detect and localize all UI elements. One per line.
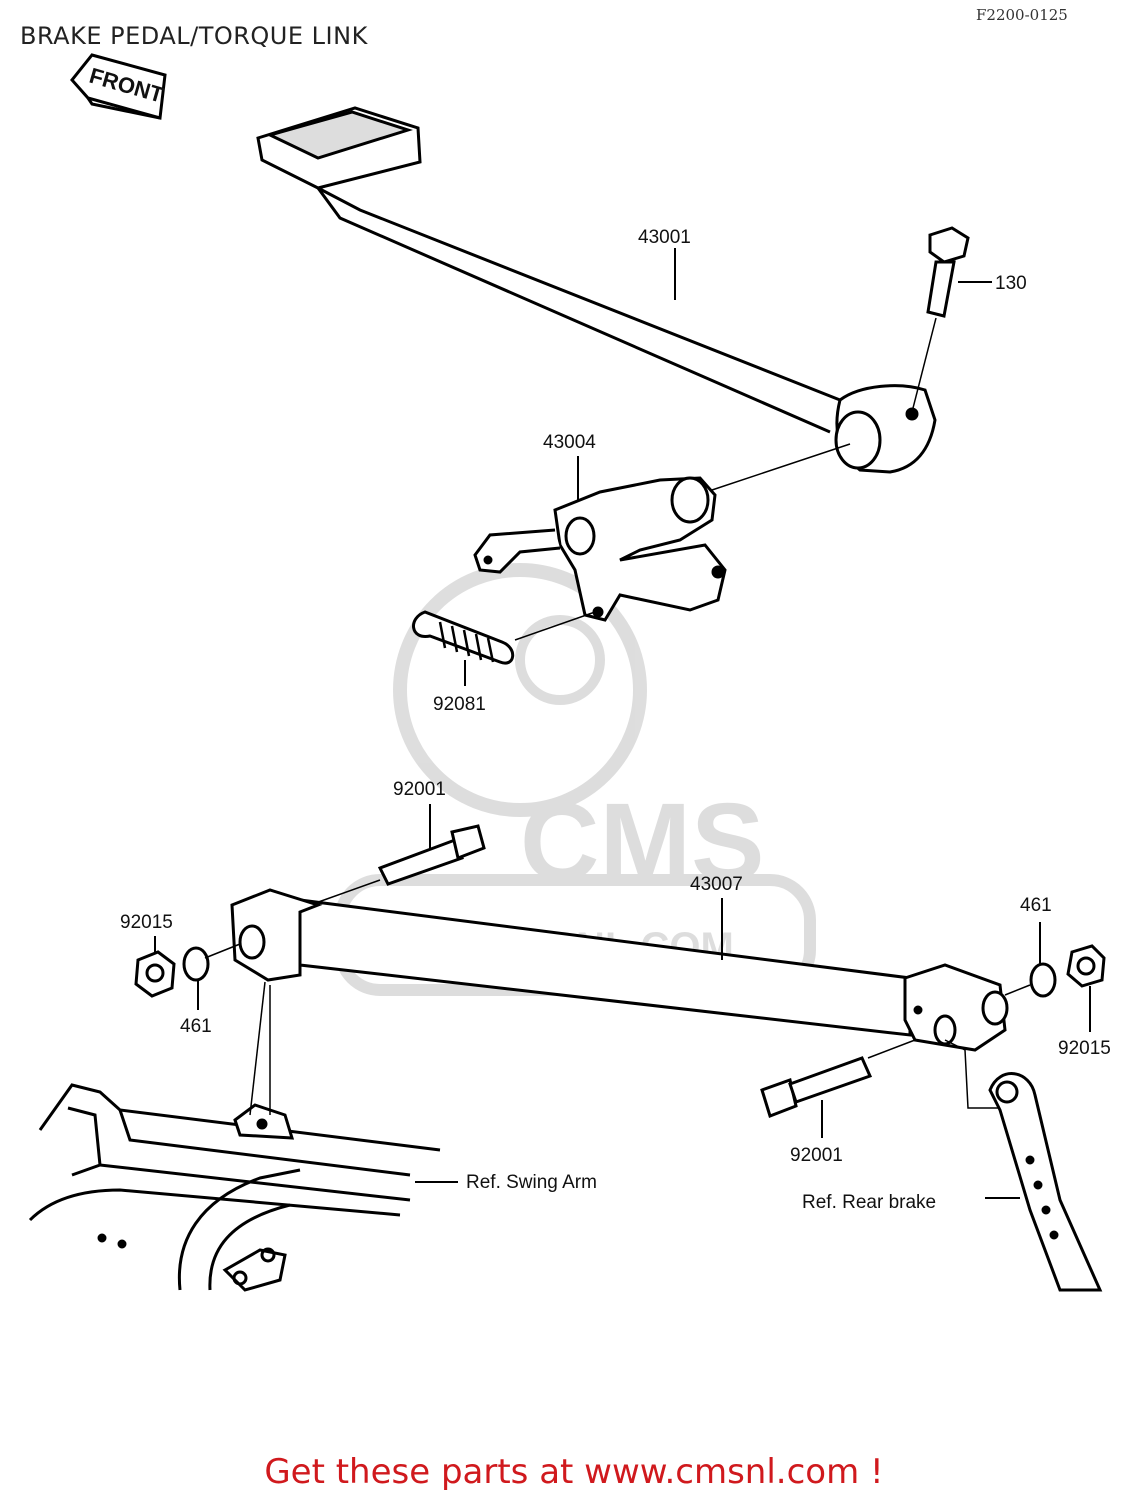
label-43007: 43007	[690, 874, 743, 895]
label-ref-rear-brake: Ref. Rear brake	[802, 1192, 936, 1213]
front-arrow: FRONT	[70, 53, 167, 120]
label-92001-bottom: 92001	[790, 1145, 843, 1166]
label-92015-left: 92015	[120, 912, 173, 933]
label-92001-top: 92001	[393, 779, 446, 800]
washer-461-right	[1029, 962, 1057, 998]
label-43004: 43004	[543, 432, 596, 453]
exploded-view-drawing: CMS WWW.CMSNL.COM FRONT	[28, 53, 1111, 1292]
label-ref-swing-arm: Ref. Swing Arm	[466, 1172, 597, 1193]
nut-92015-left	[134, 950, 176, 998]
watermark-brand: CMS	[520, 781, 764, 904]
label-92081: 92081	[433, 694, 486, 715]
torque-link-43007	[230, 888, 1009, 1052]
bolt-92001-bottom	[760, 1056, 873, 1118]
label-461-left: 461	[180, 1016, 212, 1037]
label-130: 130	[995, 273, 1027, 294]
diagram-title: BRAKE PEDAL/TORQUE LINK	[20, 22, 368, 50]
nut-92015-right	[1066, 944, 1106, 988]
washer-461-left	[182, 946, 210, 982]
diagram-code: F2200-0125	[976, 6, 1068, 24]
label-43001: 43001	[638, 227, 691, 248]
label-92015-right: 92015	[1058, 1038, 1111, 1059]
bolt-130	[926, 226, 970, 318]
spring-92081	[412, 610, 515, 665]
bolt-92001-top	[377, 824, 486, 886]
swing-arm-reference	[28, 1083, 441, 1292]
brake-shaft-43004	[473, 476, 727, 622]
footer-link-text[interactable]: Get these parts at www.cmsnl.com !	[264, 1452, 884, 1492]
label-461-right: 461	[1020, 895, 1052, 916]
rear-brake-arm-reference	[988, 1072, 1103, 1292]
brake-pedal-43001	[256, 106, 937, 474]
